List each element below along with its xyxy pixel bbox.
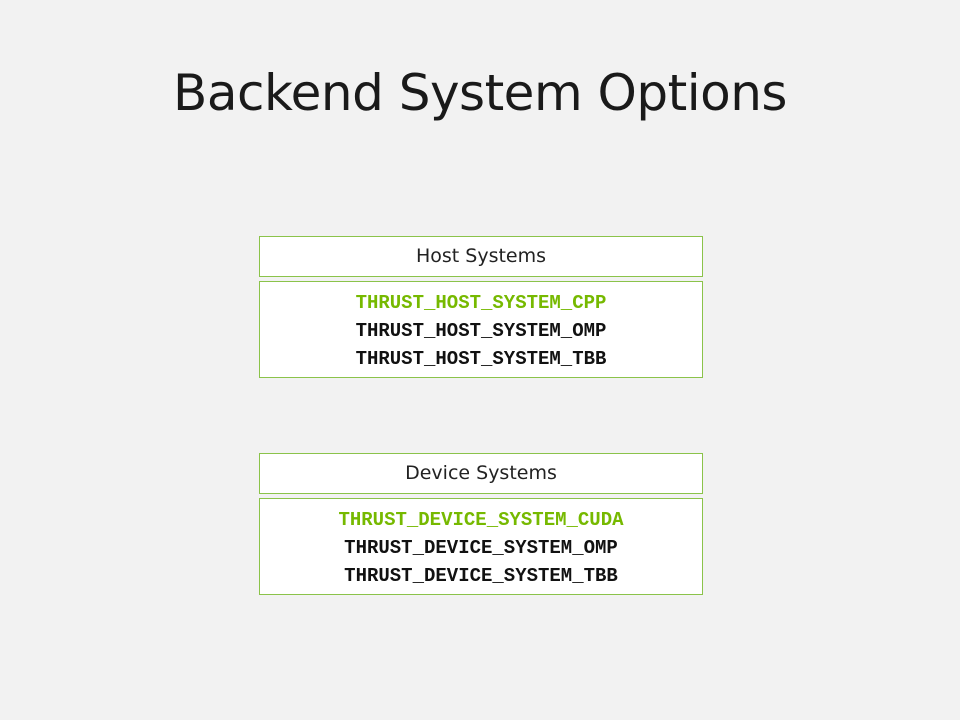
device-option: THRUST_DEVICE_SYSTEM_OMP [344,537,618,559]
host-systems-list: THRUST_HOST_SYSTEM_CPP THRUST_HOST_SYSTE… [259,281,703,378]
device-option-default: THRUST_DEVICE_SYSTEM_CUDA [338,509,624,531]
host-systems-header: Host Systems [259,236,703,277]
device-systems-list: THRUST_DEVICE_SYSTEM_CUDA THRUST_DEVICE_… [259,498,703,595]
device-systems-group: Device Systems THRUST_DEVICE_SYSTEM_CUDA… [259,453,703,595]
device-systems-header: Device Systems [259,453,703,494]
host-systems-group: Host Systems THRUST_HOST_SYSTEM_CPP THRU… [259,236,703,378]
slide-title: Backend System Options [173,64,787,122]
host-option: THRUST_HOST_SYSTEM_OMP [355,320,607,342]
device-option: THRUST_DEVICE_SYSTEM_TBB [344,565,618,587]
host-option: THRUST_HOST_SYSTEM_TBB [355,348,607,370]
host-option-default: THRUST_HOST_SYSTEM_CPP [355,292,607,314]
